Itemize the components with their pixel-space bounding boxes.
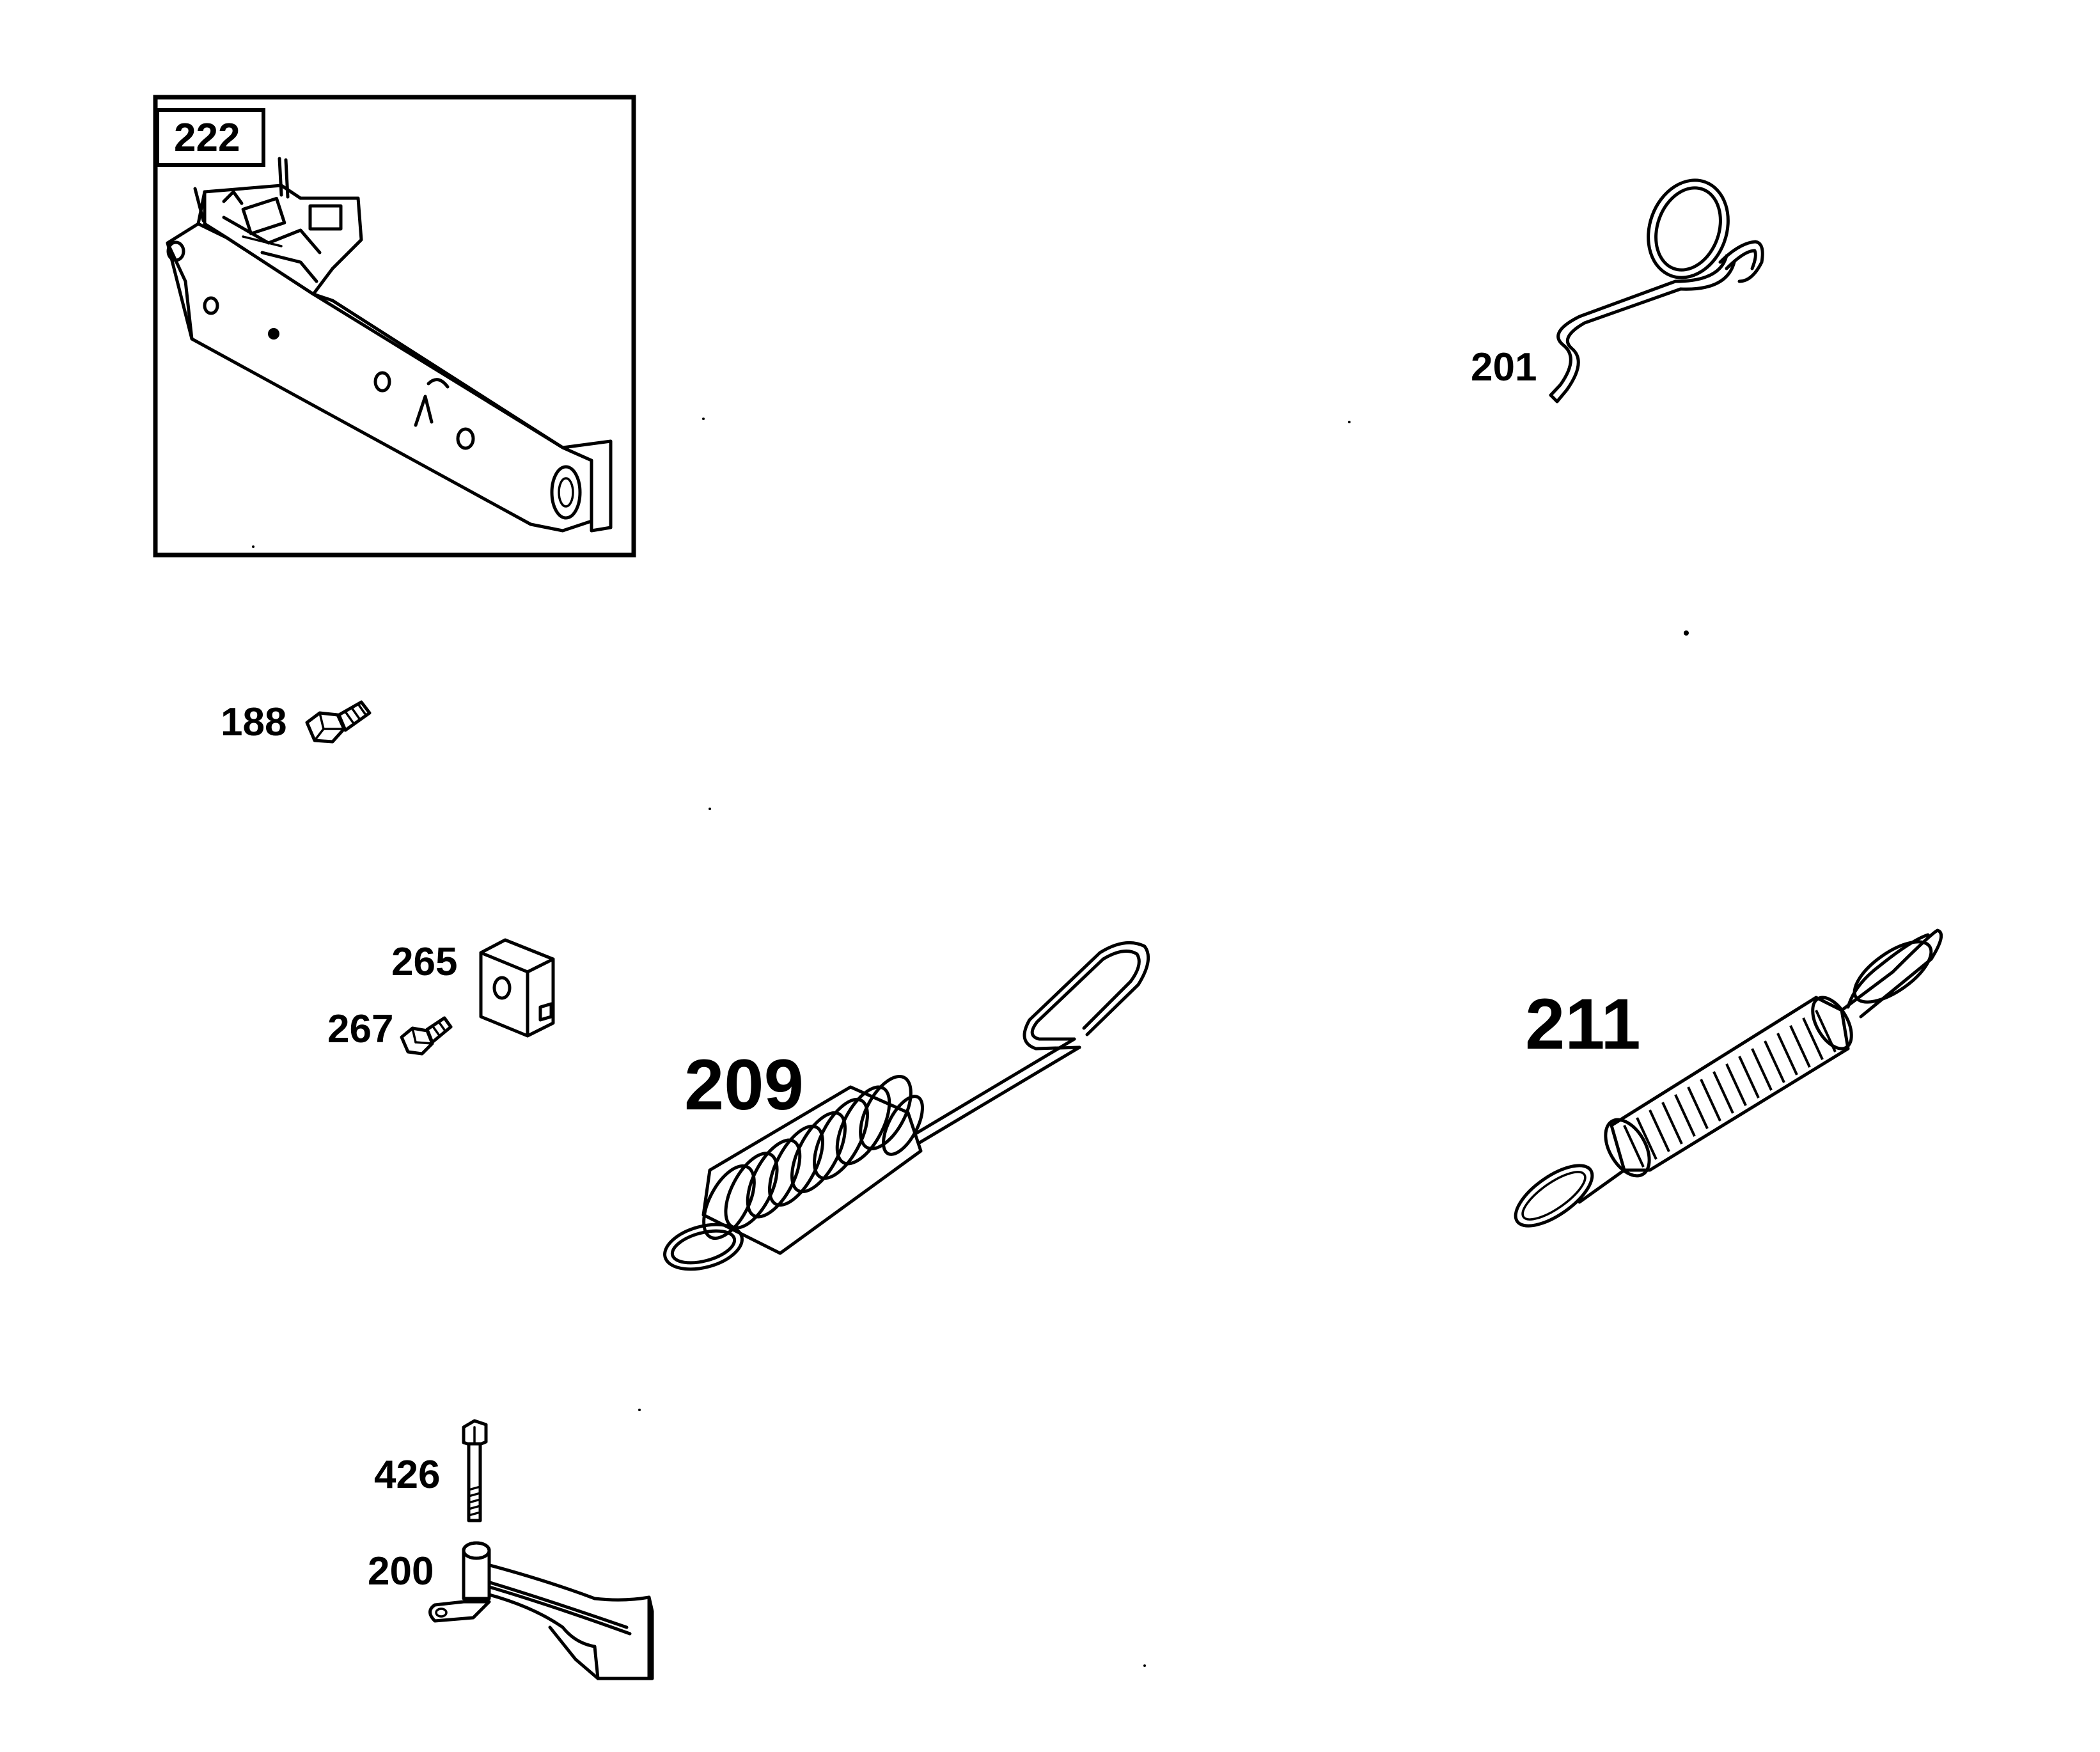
lever-arm-icon	[428, 1541, 654, 1680]
part-211-group: 211	[1514, 928, 1943, 1228]
callout-211: 211	[1525, 984, 1641, 1064]
part-188-group: 188	[221, 700, 372, 744]
shoulder-bolt-icon	[462, 1419, 488, 1522]
part-267-group: 267	[327, 1007, 453, 1056]
part-265-group: 265	[391, 938, 555, 1038]
hex-bolt-icon	[305, 700, 372, 744]
control-bracket-assembly-icon	[166, 157, 613, 533]
callout-267: 267	[327, 1007, 393, 1051]
hex-screw-icon	[400, 1016, 453, 1056]
extension-spring-icon	[1514, 928, 1943, 1228]
callout-209: 209	[684, 1045, 804, 1125]
part-200-group: 200	[368, 1541, 654, 1680]
callout-188: 188	[221, 700, 286, 744]
callout-265: 265	[391, 940, 457, 984]
part-222-frame	[153, 95, 636, 558]
callout-426: 426	[374, 1453, 440, 1497]
cable-clamp-icon	[479, 938, 555, 1038]
scan-specks	[252, 418, 1689, 1667]
callout-222: 222	[174, 116, 240, 160]
part-209-group: 209	[663, 941, 1150, 1271]
part-201-group: 201	[1471, 178, 1764, 403]
callout-200: 200	[368, 1549, 434, 1593]
extension-spring-rod-icon	[663, 941, 1150, 1271]
part-222-group: 222	[153, 95, 636, 558]
part-426-group: 426	[374, 1419, 488, 1522]
callout-201: 201	[1471, 345, 1537, 389]
wire-link-spring-icon	[1549, 178, 1764, 403]
